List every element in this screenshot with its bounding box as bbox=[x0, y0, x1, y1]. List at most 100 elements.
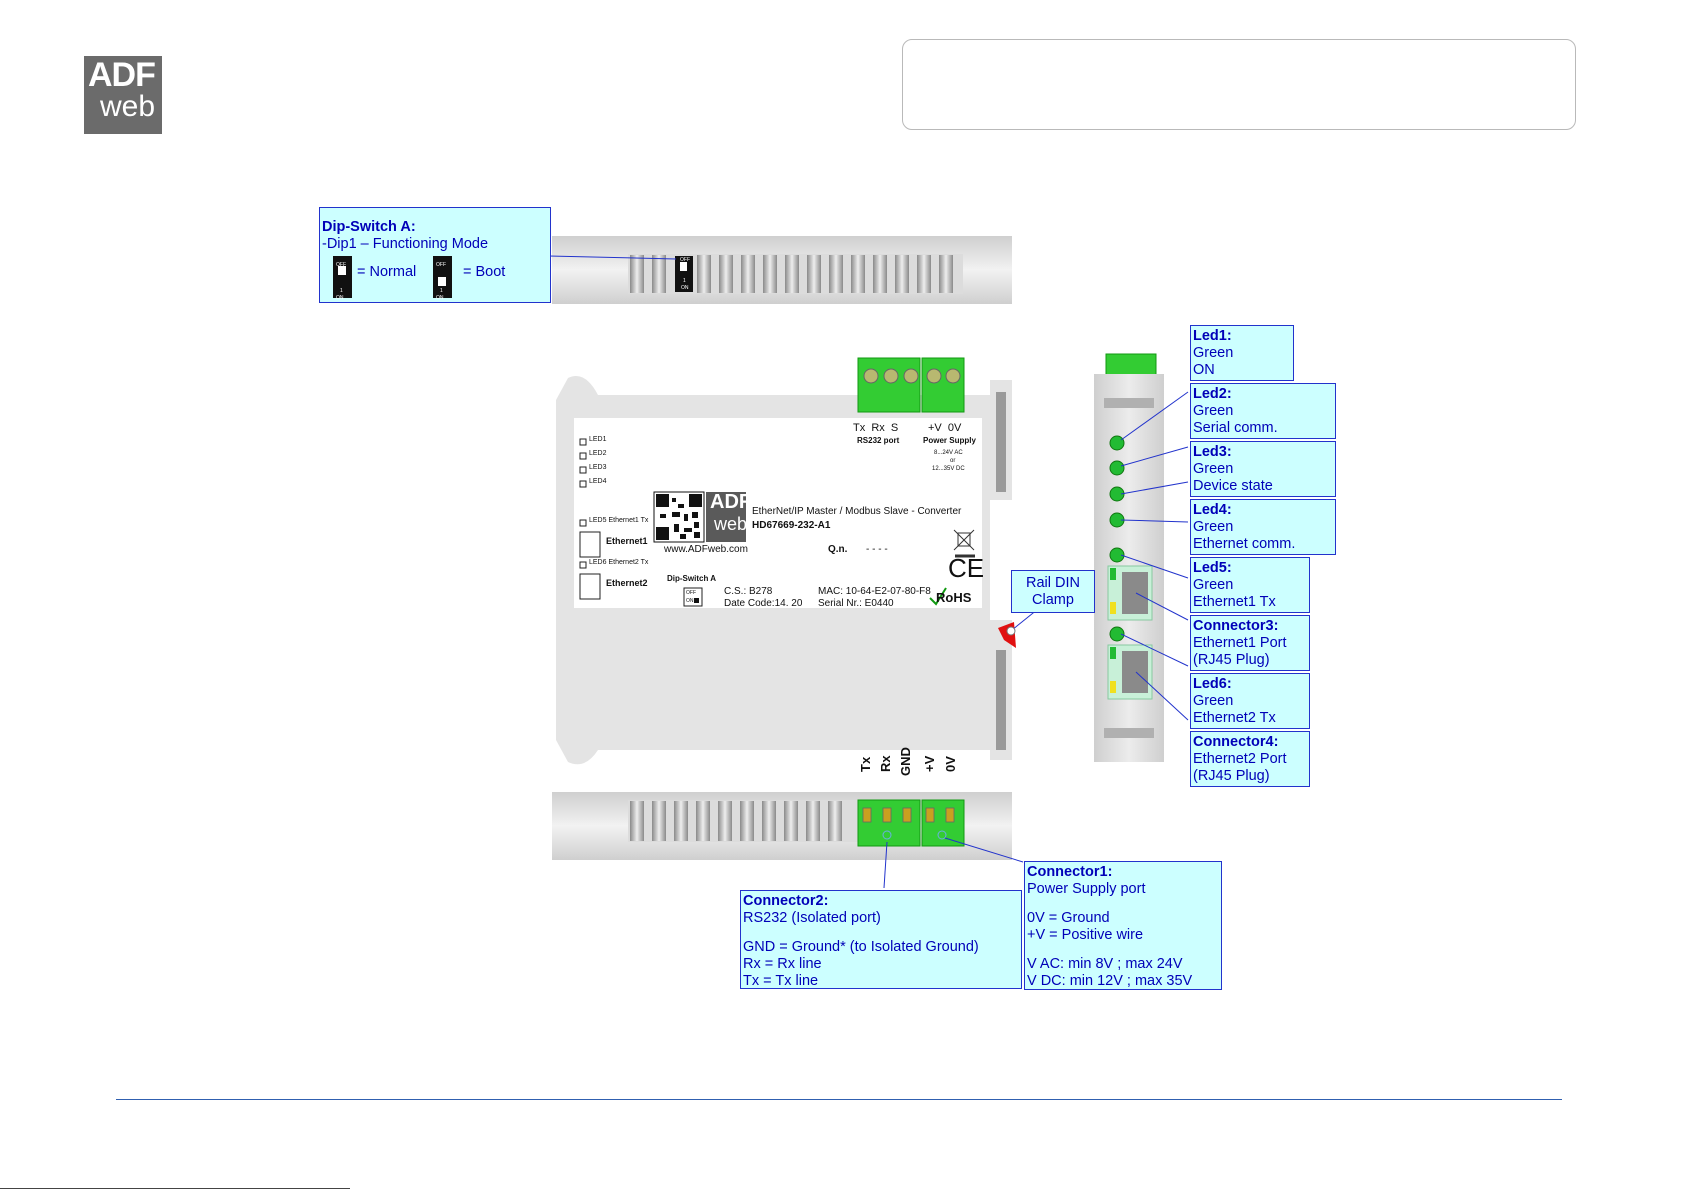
side-view bbox=[1094, 353, 1164, 762]
led2-title: Led2: bbox=[1193, 386, 1232, 402]
pin-label-gnd: GND bbox=[898, 747, 913, 776]
dip-normal-on: ON bbox=[336, 295, 344, 301]
led1-title: Led1: bbox=[1193, 328, 1232, 344]
connector4-line1: Ethernet2 Port bbox=[1193, 751, 1287, 767]
ps-or-label: or bbox=[950, 458, 956, 464]
ps-ac-label: 8...24V AC bbox=[934, 450, 963, 456]
led4-label: LED4 bbox=[589, 478, 607, 485]
led5-line2: Ethernet1 Tx bbox=[1193, 594, 1276, 610]
mac-label: MAC: 10-64-E2-07-80-F8 bbox=[818, 586, 931, 597]
qn-value: - - - - bbox=[866, 544, 888, 555]
led3-line1: Green bbox=[1193, 461, 1234, 477]
ethernet1-label: Ethernet1 bbox=[606, 536, 648, 546]
led1-label: LED1 bbox=[589, 436, 607, 443]
pin-label-0v: 0V bbox=[943, 756, 958, 772]
led3-label: LED3 bbox=[589, 464, 607, 471]
dip-boot-glyph: OFF 1 ON bbox=[433, 256, 452, 301]
dip-normal-glyph: OFF 1 ON bbox=[333, 256, 352, 301]
website-label: www.ADFweb.com bbox=[664, 544, 748, 555]
dip-boot-one: 1 bbox=[440, 288, 443, 294]
top-dip-off: OFF bbox=[680, 257, 690, 263]
ps-pins-label: +V 0V bbox=[928, 422, 962, 434]
bottom-view bbox=[552, 792, 1012, 860]
connector4-title: Connector4: bbox=[1193, 734, 1279, 750]
dip-normal-label: = Normal bbox=[357, 264, 417, 280]
weee-icon bbox=[953, 529, 975, 558]
led5-title: Led5: bbox=[1193, 560, 1232, 576]
connector2-rx: Rx = Rx line bbox=[743, 956, 822, 972]
power-supply-label: Power Supply bbox=[923, 436, 976, 445]
led3-callout: Led3: Green Device state bbox=[1190, 441, 1336, 497]
top-view bbox=[552, 236, 1012, 304]
rail-din-line1: Rail DIN bbox=[1026, 575, 1080, 591]
connector3-line1: Ethernet1 Port bbox=[1193, 635, 1287, 651]
top-dip-on: ON bbox=[681, 285, 689, 291]
cs-label: C.S.: B278 bbox=[724, 586, 773, 597]
pin-label-tx: Tx bbox=[858, 756, 873, 772]
connector2-title: Connector2: bbox=[743, 893, 829, 909]
date-code-label: Date Code:14. 20 bbox=[724, 598, 803, 609]
leader-lines bbox=[883, 391, 1189, 889]
connector2-callout: Connector2: RS232 (Isolated port) GND = … bbox=[740, 890, 1022, 989]
dip-switch-label: Dip-Switch A bbox=[667, 574, 717, 583]
adfweb-logo: ADF web bbox=[84, 56, 162, 134]
led5-label: LED5 Ethernet1 Tx bbox=[589, 517, 649, 524]
led6-line2: Ethernet2 Tx bbox=[1193, 710, 1276, 726]
label-dip-on: ON bbox=[686, 598, 694, 604]
connector1-title: Connector1: bbox=[1027, 864, 1113, 880]
connector1-pos: +V = Positive wire bbox=[1027, 927, 1144, 943]
qr-code bbox=[653, 491, 705, 543]
qr-logo-bottom: web bbox=[714, 514, 748, 534]
led1-line1: Green bbox=[1193, 345, 1234, 361]
header-box bbox=[902, 39, 1576, 130]
connector2-tx: Tx = Tx line bbox=[743, 973, 819, 989]
product-description: EtherNet/IP Master / Modbus Slave - Conv… bbox=[752, 506, 962, 517]
pin-label-pos: +V bbox=[922, 755, 937, 772]
ethernet2-label: Ethernet2 bbox=[606, 578, 648, 588]
rs232-port-label: RS232 port bbox=[857, 436, 900, 445]
led4-line2: Ethernet comm. bbox=[1193, 536, 1296, 552]
ps-dc-label: 12...35V DC bbox=[932, 466, 965, 472]
connector4-line2: (RJ45 Plug) bbox=[1193, 768, 1270, 784]
connector1-vac: V AC: min 8V ; max 24V bbox=[1027, 956, 1183, 972]
rail-din-callout: Rail DIN Clamp bbox=[1011, 570, 1095, 613]
rohs-mark: RoHS bbox=[936, 590, 972, 605]
dip-normal-off: OFF bbox=[336, 262, 346, 268]
led3-line2: Device state bbox=[1193, 478, 1273, 494]
led6-callout: Led6: Green Ethernet2 Tx bbox=[1190, 673, 1310, 729]
led1-callout: Led1: Green ON bbox=[1190, 325, 1294, 381]
led1-line2: ON bbox=[1193, 362, 1215, 378]
connector1-subtitle: Power Supply port bbox=[1027, 881, 1146, 897]
connector3-callout: Connector3: Ethernet1 Port (RJ45 Plug) bbox=[1190, 615, 1310, 671]
label-dip-off: OFF bbox=[686, 590, 696, 596]
front-housing bbox=[556, 357, 1016, 765]
led4-line1: Green bbox=[1193, 519, 1234, 535]
dip-switch-title: Dip-Switch A: bbox=[322, 219, 416, 235]
led6-line1: Green bbox=[1193, 693, 1234, 709]
led2-line2: Serial comm. bbox=[1193, 420, 1278, 436]
led5-callout: Led5: Green Ethernet1 Tx bbox=[1190, 557, 1310, 613]
dip-switch-callout: Dip-Switch A: -Dip1 – Functioning Mode O… bbox=[319, 207, 551, 303]
bottom-rule bbox=[0, 1188, 350, 1189]
led2-label: LED2 bbox=[589, 450, 607, 457]
dip-switch-top bbox=[675, 256, 693, 292]
connector1-callout: Connector1: Power Supply port 0V = Groun… bbox=[1024, 861, 1222, 990]
led2-line1: Green bbox=[1193, 403, 1234, 419]
connector4-callout: Connector4: Ethernet2 Port (RJ45 Plug) bbox=[1190, 731, 1310, 787]
dip-normal-one: 1 bbox=[340, 288, 343, 294]
led5-line1: Green bbox=[1193, 577, 1234, 593]
product-code: HD67669-232-A1 bbox=[752, 520, 831, 531]
logo-text-bottom: web bbox=[100, 90, 156, 123]
serial-label: Serial Nr.: E0440 bbox=[818, 598, 894, 609]
ce-mark: CE bbox=[948, 553, 985, 583]
dip-boot-off: OFF bbox=[436, 262, 446, 268]
led6-label: LED6 Ethernet2 Tx bbox=[589, 559, 649, 566]
connector3-title: Connector3: bbox=[1193, 618, 1279, 634]
qn-label: Q.n. bbox=[828, 544, 848, 555]
footer-divider bbox=[116, 1099, 1562, 1100]
connector1-gnd: 0V = Ground bbox=[1027, 910, 1110, 926]
rs232-pins-label: Tx Rx S bbox=[853, 422, 899, 434]
dip-boot-label: = Boot bbox=[463, 264, 506, 280]
led4-callout: Led4: Green Ethernet comm. bbox=[1190, 499, 1336, 555]
